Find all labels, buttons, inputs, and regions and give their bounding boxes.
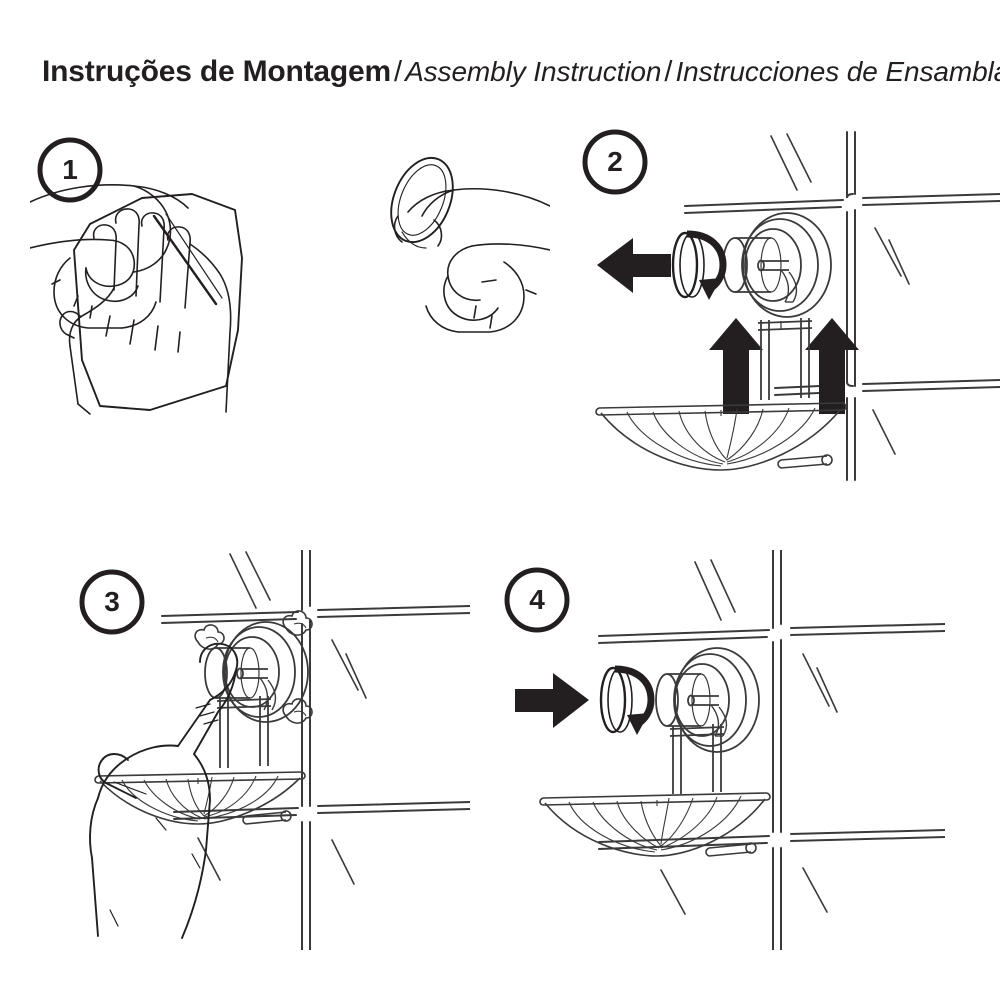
cloth-shape: [73, 193, 243, 411]
air-puff-marks: [194, 610, 313, 724]
tile-wall: [684, 131, 1000, 481]
step-3-panel: [70, 550, 470, 950]
wire-soap-dish: [539, 792, 771, 857]
title-portuguese: Instruções de Montagem: [42, 55, 391, 88]
suction-cup-mount: [722, 212, 832, 318]
step-4-badge: [504, 567, 570, 633]
left-arrow-icon: [597, 238, 671, 293]
title-separator-2: /: [664, 56, 673, 88]
wire-soap-dish: [595, 402, 847, 471]
title-separator-1: /: [394, 56, 403, 88]
page-title: Instruções de Montagem/Assembly Instruct…: [42, 52, 1000, 92]
tile-wall: [161, 550, 470, 950]
step-4-panel: [495, 550, 945, 950]
step-2-badge: [582, 129, 648, 195]
tile-wall: [598, 550, 945, 950]
holder-bracket: [669, 724, 725, 794]
cap-ring: [599, 666, 633, 734]
rotation-arrowhead: [699, 278, 721, 300]
title-english: Assembly Instruction: [405, 56, 662, 87]
pressing-hand-icon: [89, 642, 239, 939]
step-3-badge: [79, 569, 145, 635]
suction-cup-mount: [204, 621, 309, 723]
rotation-arrowhead: [627, 713, 649, 735]
up-arrow-left-icon: [709, 318, 763, 414]
right-arrow-icon: [515, 673, 589, 728]
wire-soap-dish: [94, 771, 306, 825]
step-1-badge: [37, 137, 103, 203]
holder-bracket: [216, 696, 272, 768]
title-spanish: Instrucciones de Ensamblaje:: [675, 56, 1000, 87]
up-arrow-right-icon: [805, 318, 859, 414]
hand-with-cloth-icon: [59, 208, 232, 415]
two-hands-holding-suction-cup-icon: [30, 156, 550, 333]
step-1-panel: [30, 120, 550, 420]
cap-ring: [671, 231, 705, 299]
step-2-panel: [575, 120, 1000, 490]
holder-bracket: [757, 318, 813, 400]
